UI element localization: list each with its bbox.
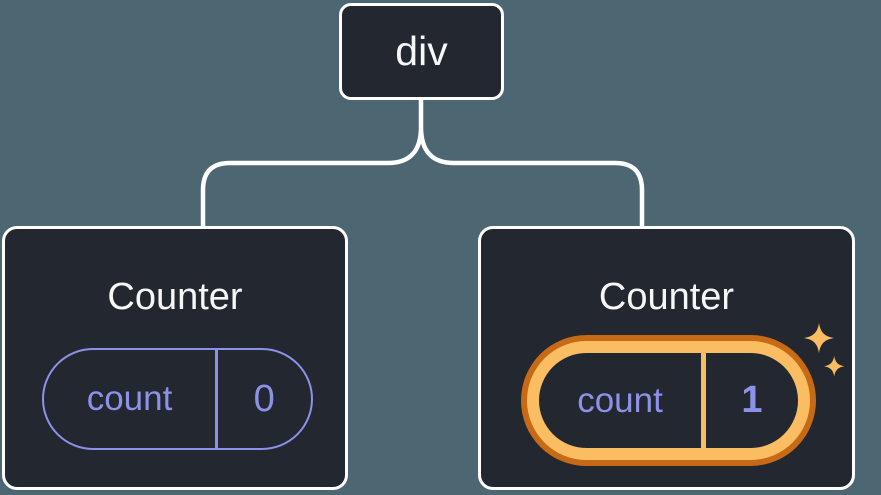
component-title: Counter xyxy=(107,276,243,318)
component-title: Counter xyxy=(598,276,735,318)
state-name: count xyxy=(86,379,173,418)
sparkles-icon xyxy=(804,323,845,377)
component-card-counter-2: Counter count 1 xyxy=(478,226,855,490)
sparkle-large-icon xyxy=(804,323,834,353)
component-card-counter-1: Counter count 0 xyxy=(2,226,348,490)
tree-root-node: div xyxy=(339,3,504,100)
root-node-label: div xyxy=(395,28,448,74)
state-pill-divider xyxy=(701,353,706,448)
sparkle-small-icon xyxy=(824,356,845,377)
state-pill: count 0 xyxy=(42,348,313,450)
state-pill-highlighted: count 1 xyxy=(521,335,816,466)
state-pill-divider xyxy=(215,350,218,448)
state-value: 0 xyxy=(253,377,275,420)
connector-path xyxy=(200,97,645,230)
state-name: count xyxy=(577,380,663,420)
state-pill-inner: count 1 xyxy=(539,353,798,448)
highlight-ring: count 1 xyxy=(527,341,810,460)
state-value: 1 xyxy=(741,379,763,421)
